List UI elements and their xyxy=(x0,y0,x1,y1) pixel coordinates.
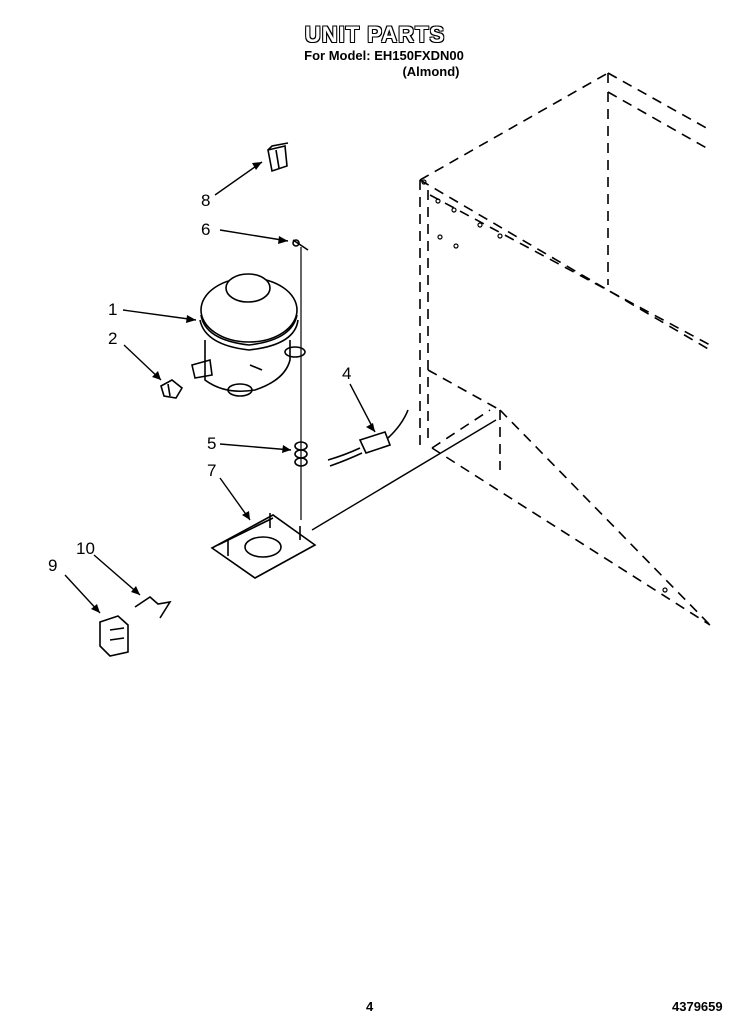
callout-10: 10 xyxy=(76,539,95,558)
cabinet-holes xyxy=(421,179,668,593)
base-rail-line xyxy=(311,419,497,531)
part-4-drier-tube xyxy=(327,409,409,467)
part-6-screw xyxy=(292,239,309,251)
callout-9: 9 xyxy=(48,556,58,575)
part-2-grommet xyxy=(160,379,184,399)
color-line: (Almond) xyxy=(402,64,460,79)
part-1-compressor xyxy=(191,273,306,397)
callout-5: 5 xyxy=(207,434,217,453)
callout-8: 8 xyxy=(201,191,211,210)
callout-2: 2 xyxy=(108,329,118,348)
callout-1: 1 xyxy=(108,300,118,319)
leader-arrowheads xyxy=(91,162,375,613)
part-5-grommet xyxy=(294,441,308,467)
part-7-base-plate xyxy=(210,513,317,579)
part-8-relay-cover xyxy=(267,142,289,173)
document-code: 4379659 xyxy=(672,999,723,1014)
part-9-terminal-block xyxy=(99,615,129,657)
page-number: 4 xyxy=(366,999,374,1014)
callout-7: 7 xyxy=(207,461,217,480)
callout-6: 6 xyxy=(201,220,211,239)
cabinet-outline xyxy=(419,72,711,626)
model-line: For Model: EH150FXDN00 xyxy=(304,48,464,63)
part-10-wire-clip xyxy=(134,595,172,619)
callout-4: 4 xyxy=(342,364,352,383)
page-title: UNIT PARTS xyxy=(304,22,446,47)
